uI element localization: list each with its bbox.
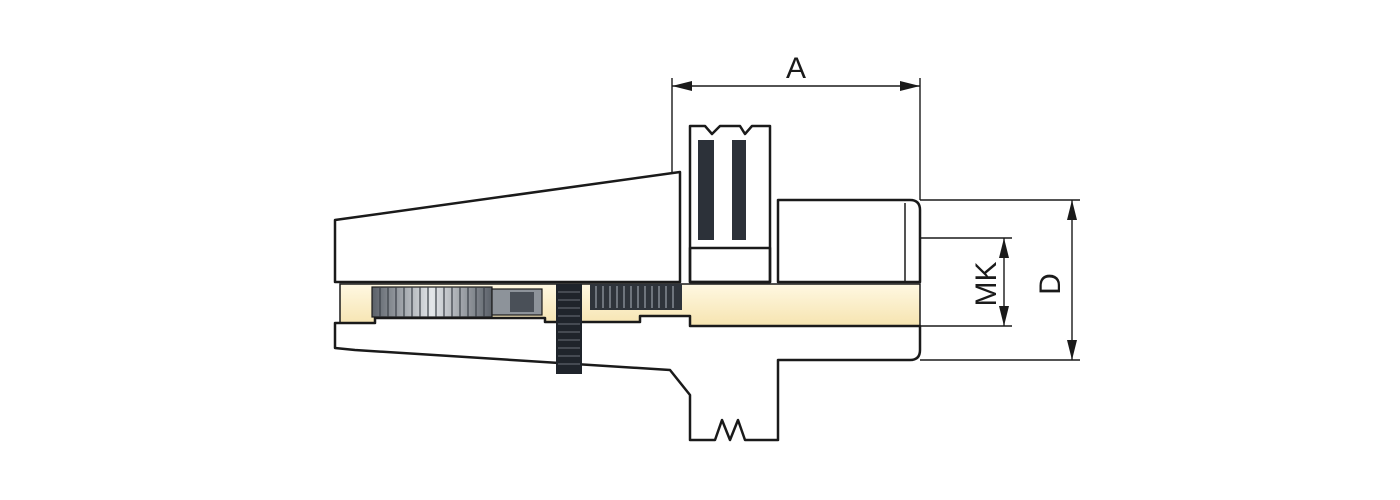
exterior-view (333, 124, 922, 284)
dimension-d: D (920, 199, 1080, 361)
set-screw (556, 284, 582, 374)
flange-groove-left (698, 140, 714, 240)
dimension-d-label: D (1034, 273, 1067, 295)
taper-cone (333, 170, 682, 284)
dimension-a-label: A (786, 52, 806, 85)
dimension-a: A (671, 52, 921, 200)
drawbar-thread (371, 286, 493, 318)
shank (776, 198, 922, 284)
set-screw-thread (558, 291, 580, 365)
section-body (333, 314, 922, 442)
drawbar-nut (510, 292, 534, 312)
flange-base (688, 246, 772, 284)
bore (339, 283, 921, 327)
cross-section (333, 284, 922, 442)
inner-thread (590, 284, 682, 310)
dimension-mk: MK (920, 237, 1012, 327)
flange-groove-right (732, 140, 746, 240)
inner-thread-ridges (595, 286, 674, 308)
drawbar-thread-ridges (379, 287, 485, 317)
dimension-mk-label: MK (970, 262, 1003, 307)
